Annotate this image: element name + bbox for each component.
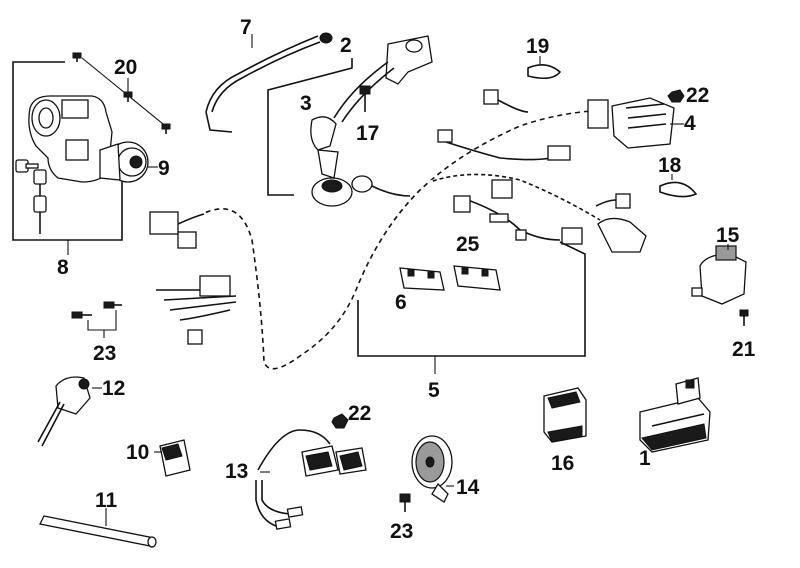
connector: [351, 175, 373, 193]
label-16: 16: [551, 452, 574, 475]
bracket-2: [267, 58, 353, 196]
lock-cylinder-body: [99, 143, 121, 181]
label-21: 21: [732, 338, 756, 361]
connector: [187, 329, 203, 345]
switch-bracket: [65, 139, 89, 161]
label-2: 2: [340, 34, 352, 57]
connector: [491, 179, 513, 199]
label-9: 9: [158, 157, 170, 180]
bracket-8: [12, 61, 123, 241]
label-6: 6: [395, 291, 407, 314]
regulator-body: [611, 97, 675, 149]
regulator-rectifier: [611, 89, 685, 149]
ignition-coil-assembly: [267, 35, 433, 207]
flasher-terminal: [691, 287, 703, 297]
horn-bracket: [431, 482, 449, 503]
key-icon: [33, 169, 47, 234]
bolt-icon: [399, 493, 411, 512]
clip-19: [527, 56, 562, 80]
connector: [615, 193, 631, 209]
label-20: 20: [114, 56, 137, 79]
screw-icon: [71, 311, 92, 319]
label-23b: 23: [390, 520, 413, 543]
sub-harness: [255, 413, 367, 530]
bracket-23: [87, 310, 117, 331]
connector: [149, 211, 179, 235]
spark-plug-boot: [317, 149, 339, 179]
label-22a: 22: [686, 84, 709, 107]
fuse-icon: [489, 213, 527, 241]
wiring-harness: [149, 89, 647, 374]
screw-icon: [123, 91, 133, 102]
ignition-switch-assembly: [12, 52, 171, 255]
connector: [177, 231, 197, 249]
connector: [561, 227, 583, 245]
label-10: 10: [126, 441, 149, 464]
label-5: 5: [428, 379, 440, 402]
label-19: 19: [526, 35, 549, 58]
screw-icon: [72, 52, 82, 62]
label-22b: 22: [348, 402, 371, 425]
ignition-coil-boss: [405, 39, 423, 53]
label-14: 14: [456, 476, 480, 499]
screw-icon: [739, 309, 749, 326]
connector: [483, 89, 499, 105]
label-3: 3: [300, 92, 312, 115]
label-18: 18: [658, 154, 682, 177]
connector: [547, 145, 571, 161]
lock-cylinder-core: [129, 155, 143, 169]
fuse-holder: [399, 267, 445, 291]
label-15: 15: [716, 224, 740, 247]
clip-18: [659, 174, 698, 198]
nut-icon: [667, 89, 685, 103]
spark-plug-cap: [310, 116, 337, 151]
switch-terminal-block: [61, 99, 89, 119]
label-4: 4: [684, 112, 696, 135]
screws-23-left: [71, 301, 122, 338]
brake-light-switch: [37, 376, 102, 447]
connector: [453, 195, 471, 213]
nut-icon: [331, 413, 349, 429]
bolt-icon: [359, 85, 371, 112]
protective-tube: [39, 508, 157, 548]
ground-cable: [205, 32, 333, 133]
turn-signal-flasher: [691, 244, 749, 326]
label-13: 13: [225, 460, 248, 483]
starter-relay-harness: [597, 217, 647, 253]
screw-icon: [103, 301, 122, 309]
cdi-unit: [639, 377, 711, 453]
fuse-holder: [453, 265, 501, 291]
label-7: 7: [240, 16, 252, 39]
label-8: 8: [57, 256, 69, 279]
switch-10: [154, 439, 191, 477]
connector: [437, 129, 453, 143]
label-1: 1: [639, 447, 651, 470]
bracket-5: [357, 241, 586, 357]
connector: [199, 275, 231, 297]
flasher-body: [699, 253, 747, 305]
screw-icon: [161, 123, 171, 134]
flasher-bracket: [715, 245, 737, 261]
label-12: 12: [102, 377, 125, 400]
connector: [587, 99, 609, 129]
switch-cylinder-inner: [38, 107, 54, 129]
horn: [399, 435, 454, 512]
key-icon: [15, 159, 39, 173]
relay: [543, 387, 587, 443]
label-25: 25: [456, 233, 480, 256]
label-23a: 23: [93, 342, 116, 365]
label-11: 11: [95, 489, 118, 512]
label-17: 17: [356, 122, 379, 145]
